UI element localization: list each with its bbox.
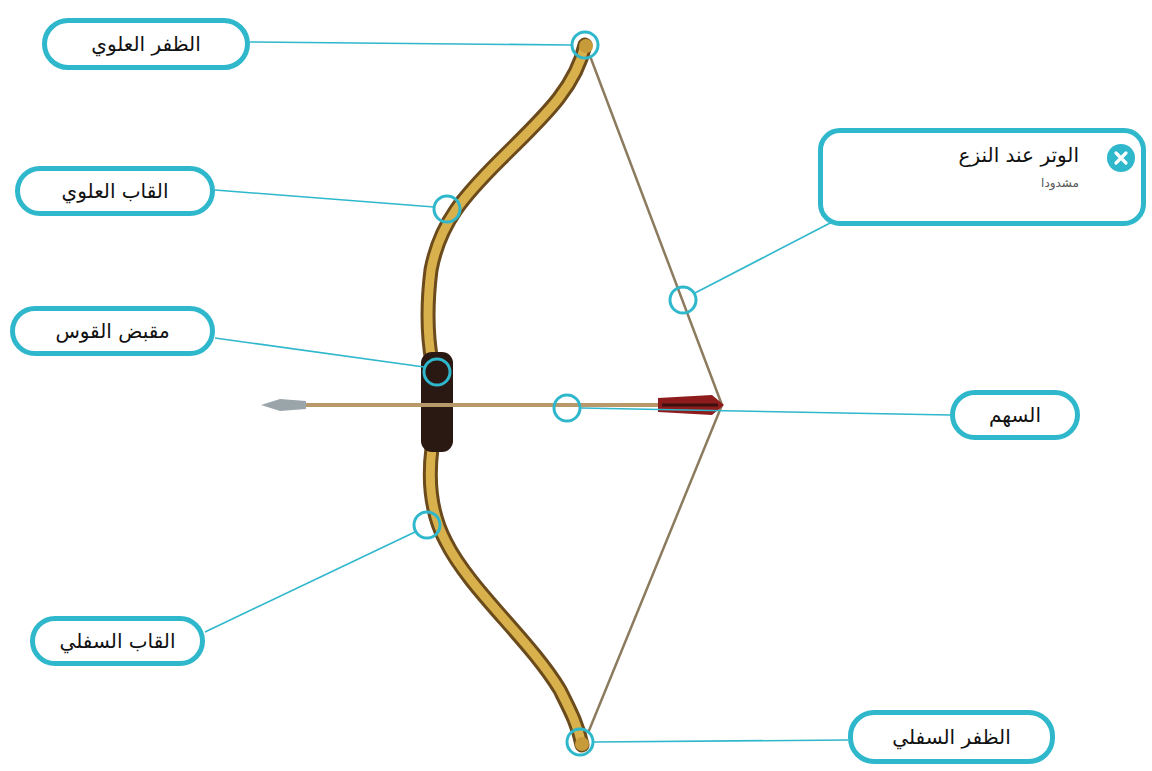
callout-circle: [572, 32, 598, 58]
part-name: القاب العلوي: [62, 179, 169, 204]
lower-limb: [430, 448, 582, 745]
part-name: مقبض القوس: [55, 319, 169, 344]
part-name: الظفر السفلي: [892, 725, 1010, 750]
lower-tip: [575, 737, 589, 751]
callout-circle: [670, 287, 696, 313]
part-name: السهم: [989, 403, 1041, 428]
callout-label: الظفر السفلي: [848, 710, 1055, 764]
callout-circle: [414, 512, 440, 538]
lower-limb-edge: [430, 448, 582, 745]
part-name: الظفر العلوي: [91, 32, 200, 57]
arrow-head: [261, 399, 306, 411]
upper-limb-edge: [428, 45, 585, 362]
leader-line: [695, 222, 832, 293]
part-name: الوتر عند النزع: [959, 143, 1079, 168]
bow-grip: [421, 352, 453, 452]
leader-line: [205, 532, 415, 632]
part-note: مشدودا: [1041, 176, 1079, 191]
upper-limb: [428, 45, 585, 362]
fletching-stripe: [662, 404, 718, 407]
close-icon-cross: [1116, 153, 1126, 163]
leader-line: [215, 338, 424, 367]
callout-card: الوتر عند النزع مشدودا: [818, 128, 1146, 226]
callout-circle: [554, 395, 580, 421]
leader-line: [215, 190, 434, 207]
close-icon: [1106, 143, 1136, 173]
leader-line: [250, 42, 571, 45]
leader-line: [594, 740, 848, 742]
callout-circle: [567, 729, 593, 755]
arrow-fletching: [658, 395, 724, 415]
callout-label: القاب العلوي: [15, 166, 215, 216]
callout-circle: [434, 196, 460, 222]
callout-label: مقبض القوس: [10, 306, 215, 356]
bow-string: [588, 56, 722, 733]
callout-label: السهم: [950, 390, 1080, 440]
upper-tip: [579, 39, 593, 53]
leader-line: [581, 408, 950, 415]
callout-circle: [424, 359, 450, 385]
callout-label: القاب السفلي: [30, 616, 205, 666]
callout-label: الظفر العلوي: [42, 18, 250, 70]
close-icon-disc: [1107, 144, 1135, 172]
part-name: القاب السفلي: [60, 629, 176, 654]
